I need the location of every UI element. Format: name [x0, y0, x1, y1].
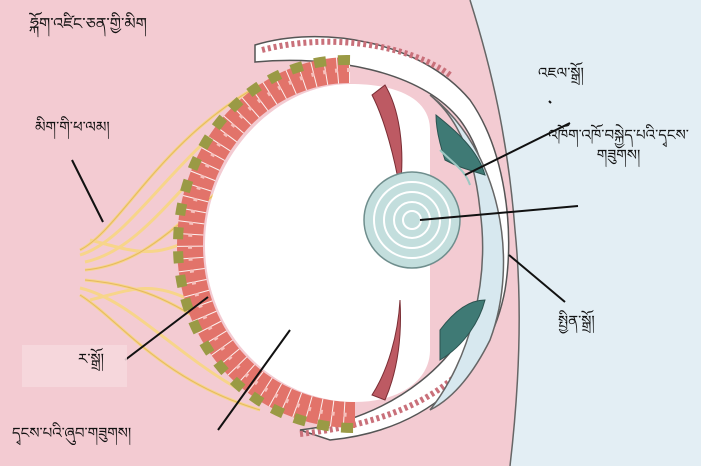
label-aqueous-humor: འཁོག་འཁོ་བསྐྱེད་པའི་དྭངས་ གཟུགས། [536, 126, 701, 165]
lens [364, 172, 460, 268]
label-vitreous-body: དྭངས་པའི་ཞུབ་གཟུགས། [12, 424, 131, 444]
label-cornea: འཇལ་སྒྲོ། [538, 64, 584, 84]
diagram-title: ཧྐོག་འཛིང་ཅན་གྱི་མིག [30, 14, 147, 35]
label-aqueous-line1: འཁོག་འཁོ་བསྐྱེད་པའི་དྭངས་ [536, 126, 701, 146]
label-retina: ར་སྒྲོ། [78, 350, 104, 370]
label-compound-eye: མིག་གི་ཕ་ལམ། [35, 118, 110, 138]
label-aqueous-line2: གཟུགས། [536, 146, 701, 166]
label-iris: སྤྱིན་སྒྲོ། [558, 312, 595, 332]
pointer-cornea [549, 101, 551, 103]
retina-label-backdrop [22, 345, 127, 387]
